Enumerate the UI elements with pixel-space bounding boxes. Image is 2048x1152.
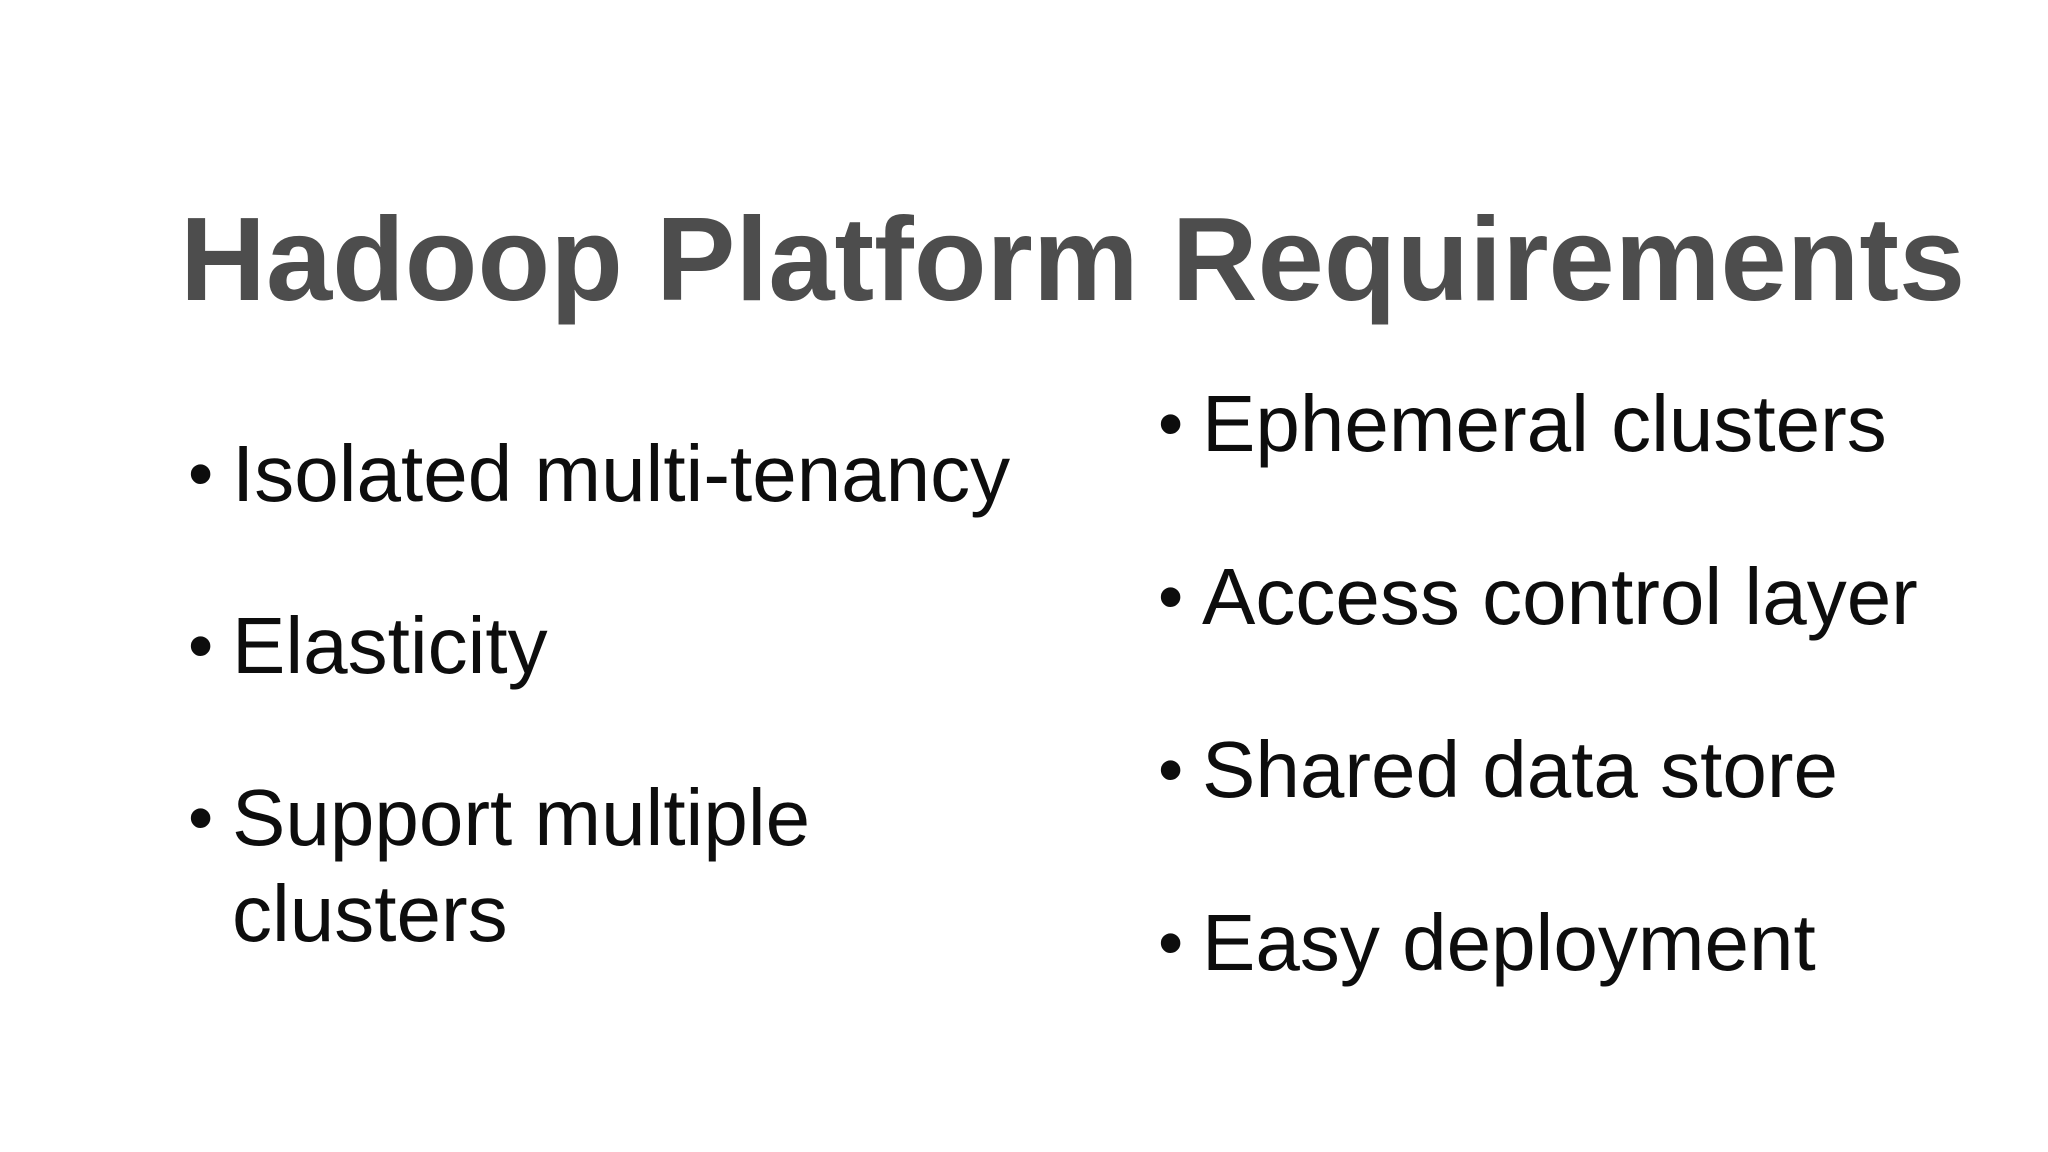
bullet-item-label: Access control layer: [1202, 552, 1918, 641]
bullet-item-isolated-multi-tenancy: • Isolated multi-tenancy: [188, 426, 1028, 522]
bullet-item-label: Support multiple clusters: [232, 773, 811, 958]
bullet-item-label: Shared data store: [1202, 725, 1838, 814]
bullet-item-shared-data-store: • Shared data store: [1158, 722, 2018, 818]
bullet-icon: •: [188, 434, 214, 514]
bullet-icon: •: [1158, 384, 1184, 464]
bullet-column-right: • Ephemeral clusters • Access control la…: [1158, 376, 2018, 991]
bullet-item-access-control-layer: • Access control layer: [1158, 549, 2018, 645]
bullet-icon: •: [188, 606, 214, 686]
bullet-item-elasticity: • Elasticity: [188, 598, 1028, 694]
bullet-item-label: Easy deployment: [1202, 898, 1816, 987]
bullet-item-ephemeral-clusters: • Ephemeral clusters: [1158, 376, 2018, 472]
bullet-item-label: Ephemeral clusters: [1202, 379, 1887, 468]
bullet-column-left: • Isolated multi-tenancy • Elasticity • …: [188, 426, 1028, 962]
bullet-item-easy-deployment: • Easy deployment: [1158, 895, 2018, 991]
bullet-icon: •: [188, 778, 214, 858]
bullet-item-label: Elasticity: [232, 601, 548, 690]
bullet-icon: •: [1158, 730, 1184, 810]
bullet-icon: •: [1158, 557, 1184, 637]
bullet-item-support-multiple-clusters: • Support multiple clusters: [188, 770, 1028, 962]
slide-title: Hadoop Platform Requirements: [180, 192, 1966, 326]
bullet-icon: •: [1158, 903, 1184, 983]
bullet-item-label: Isolated multi-tenancy: [232, 429, 1011, 518]
